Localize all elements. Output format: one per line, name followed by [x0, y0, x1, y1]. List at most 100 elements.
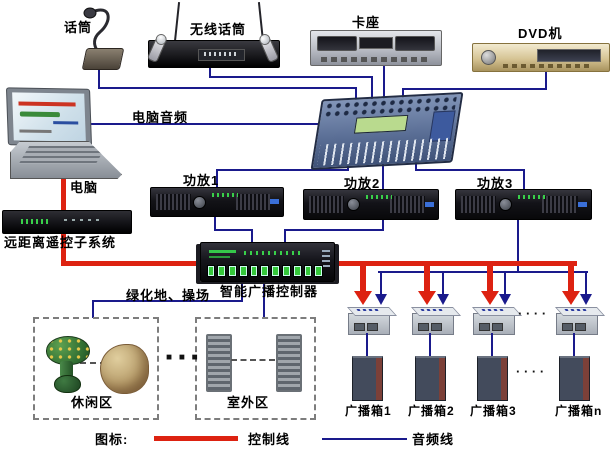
laptop-base	[10, 141, 122, 179]
audio-line-amp1-controller	[214, 229, 253, 231]
audio-arrowhead-1	[375, 294, 387, 305]
amp-vent	[542, 195, 578, 214]
mixer-master-section	[428, 110, 456, 142]
legend-audio-line-swatch	[322, 438, 407, 440]
mixer-lcd	[353, 115, 408, 134]
audio-line-terminal2-speaker2	[429, 333, 431, 356]
receiver-leds	[203, 51, 238, 57]
zones-label: 绿化地、操场	[126, 288, 211, 303]
mic-label: 话筒	[64, 20, 93, 35]
audio-arrowhead-3	[499, 294, 511, 305]
control-distribution-line	[331, 261, 577, 266]
audio-arrowhead-4	[580, 294, 592, 305]
audio-line-mic	[355, 87, 357, 105]
laptop-screen	[5, 87, 93, 147]
antenna-left	[173, 2, 181, 42]
splash-blue-text	[52, 120, 79, 125]
laptop-keyboard	[18, 146, 107, 165]
deck-display	[359, 37, 393, 49]
audio-line-mixer-amp1	[216, 169, 349, 171]
dvd-buttons	[503, 64, 593, 68]
audio-line-amp2-controller	[284, 229, 286, 244]
controller-aux	[322, 249, 331, 269]
audio-line-amp2-controller	[284, 229, 384, 231]
audio-arrow-2	[442, 272, 444, 295]
audio-distribution-line	[378, 271, 588, 273]
outdoor-area-label: 室外区	[227, 395, 270, 410]
control-arrow-3	[487, 264, 493, 292]
amp-leds	[211, 193, 239, 198]
audio-line-wireless	[209, 64, 211, 77]
speaker-terminal-3	[473, 309, 515, 335]
legend-control-line-swatch	[154, 436, 238, 441]
audio-line-mixer-amp3	[415, 169, 525, 171]
leisure-area-label: 休闲区	[71, 395, 114, 410]
speaker-boxn-label: 广播箱n	[555, 404, 603, 418]
controller-brand2	[208, 255, 231, 258]
splash-red-title	[18, 101, 76, 107]
audio-line-amp1-controller	[251, 229, 253, 244]
amp-vent	[309, 195, 345, 214]
control-arrow-4	[568, 264, 574, 292]
wireless-mic-label: 无线话筒	[190, 22, 247, 37]
amp-vent	[156, 193, 191, 211]
mixer-faders	[317, 137, 451, 166]
amp-badge	[577, 201, 587, 207]
remote-control-subsystem	[2, 210, 132, 234]
amp-leds	[365, 195, 393, 200]
cassette-deck	[310, 30, 442, 66]
dvd-label: DVD机	[518, 26, 563, 41]
computer-audio-label: 电脑音频	[132, 110, 189, 125]
mushroom-speaker-stem	[60, 361, 73, 378]
audio-line-amp3-distribution	[517, 216, 519, 273]
cassette-label: 卡座	[352, 15, 381, 30]
audio-line-mic	[98, 66, 100, 88]
control-arrow-1	[360, 264, 366, 292]
audio-line-controller-leisure	[92, 300, 94, 318]
tape-window-left	[317, 36, 357, 51]
rack-markings	[64, 219, 101, 222]
legend-title: 图标:	[95, 432, 129, 447]
amp2-label: 功放2	[344, 176, 381, 191]
broadcast-controller	[200, 242, 335, 282]
amp-vent	[461, 195, 497, 214]
audio-arrowhead-2	[437, 294, 449, 305]
tape-window-right	[395, 36, 435, 51]
amp-vent	[235, 193, 270, 211]
speaker-box3-label: 广播箱3	[470, 404, 517, 418]
splash-green-logo	[19, 111, 60, 118]
audio-line-controller-leisure	[92, 300, 243, 302]
amplifier-1	[150, 187, 284, 217]
audio-line-wireless	[209, 76, 373, 78]
control-arrowhead-3	[481, 291, 499, 305]
amplifier-2	[303, 189, 439, 220]
speaker-terminal-4	[556, 309, 598, 335]
amp-knob	[193, 195, 207, 209]
amp-knob	[499, 198, 513, 212]
speaker-box-1	[352, 356, 383, 401]
amp1-label: 功放1	[183, 173, 220, 188]
audio-line-terminal1-speaker1	[366, 333, 368, 356]
audio-line-mixer-amp3	[523, 169, 525, 190]
speaker-terminal-2	[412, 309, 454, 335]
control-arrowhead-1	[354, 291, 372, 305]
remote-subsystem-label: 远距离遥控子系统	[4, 235, 117, 250]
legend-audio-line-label: 音频线	[412, 432, 455, 447]
audio-line-computer	[86, 123, 318, 125]
audio-line-mixer-amp1	[216, 169, 218, 188]
speaker-terminal-1	[348, 309, 390, 335]
dvd-tray	[537, 49, 601, 62]
zone-ellipsis: ■ ■ ■	[166, 352, 200, 363]
amp3-label: 功放3	[477, 176, 514, 191]
speaker-box-3	[477, 356, 508, 401]
speaker-box1-label: 广播箱1	[345, 404, 392, 418]
amp-knob	[346, 198, 360, 212]
dashed-connector	[231, 359, 275, 361]
dvd-player	[472, 43, 610, 72]
audio-line-cassette	[383, 62, 385, 105]
amp-badge	[269, 199, 280, 205]
dvd-knob	[481, 50, 496, 65]
audio-line-controller-outdoor	[263, 279, 265, 318]
controller-label: 智能广播控制器	[220, 284, 319, 299]
laptop-splash-screen	[12, 92, 86, 142]
